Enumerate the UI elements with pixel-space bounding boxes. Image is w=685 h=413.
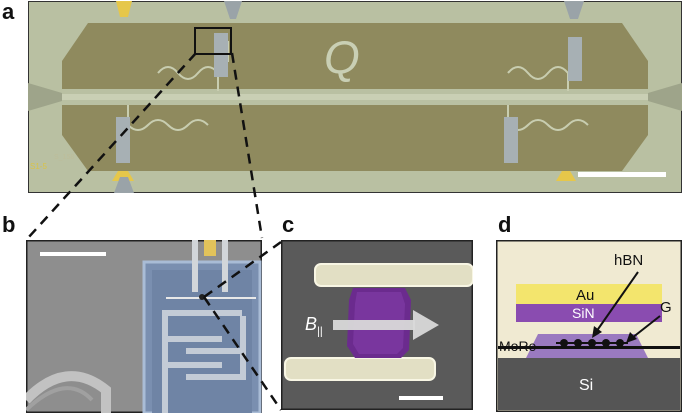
- chip-micrograph: Q S1-5 S_158: [28, 1, 682, 193]
- zoom-box: [194, 27, 232, 55]
- q-logo: Q: [324, 31, 360, 83]
- sin-layer: [516, 304, 662, 322]
- more-label: MoRe: [499, 338, 537, 354]
- si-substrate: [498, 358, 680, 410]
- hbn-label: hBN: [614, 252, 643, 269]
- chip-marking-2: S_158: [54, 154, 74, 161]
- au-label: Au: [576, 287, 594, 304]
- layer-schematic: Au SiN Si hBN G MoRe: [496, 240, 682, 412]
- panel-label-a: a: [2, 0, 15, 24]
- scale-bar-c: [399, 396, 443, 400]
- field-label: B||: [305, 314, 323, 338]
- si-label: Si: [579, 377, 593, 394]
- scale-bar-a: [578, 172, 666, 177]
- graphene-label: G: [660, 299, 672, 316]
- sin-label: SiN: [572, 305, 595, 321]
- chip-marking-1: S1-5: [30, 162, 47, 171]
- panel-label-b: b: [2, 212, 16, 237]
- panel-label-c: c: [282, 212, 295, 237]
- sem-image: B||: [281, 240, 473, 410]
- panel-label-d: d: [498, 212, 512, 237]
- scale-bar-b: [40, 252, 106, 256]
